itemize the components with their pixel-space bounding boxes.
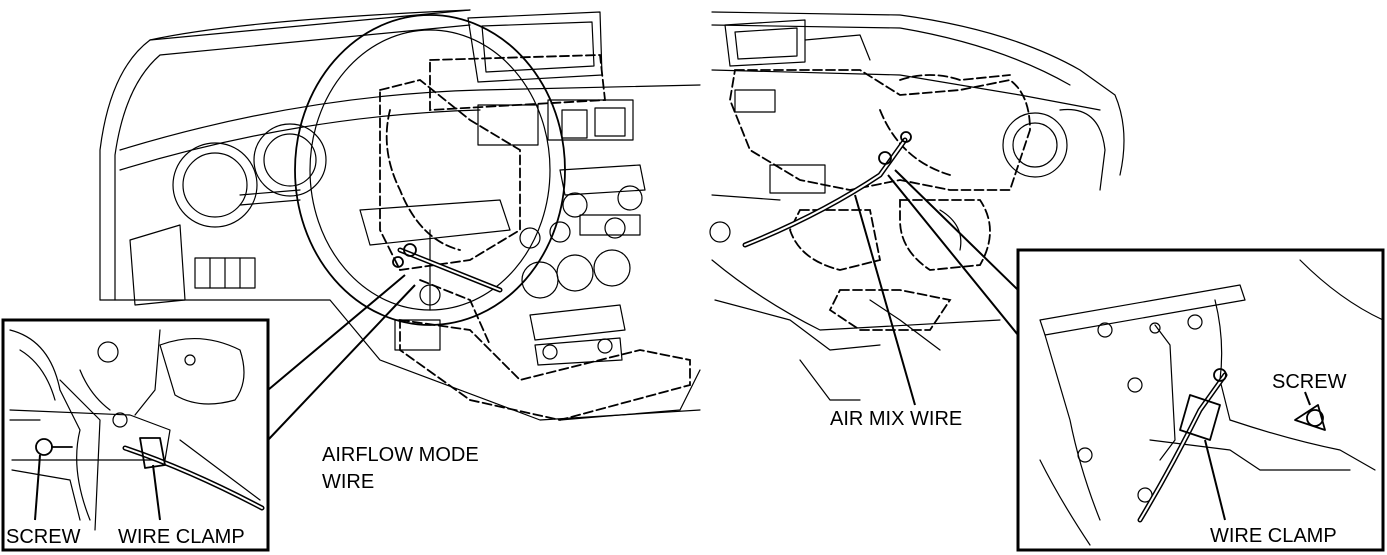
- air-mix-wire-leader: [854, 194, 916, 406]
- left-wire-clamp-label: WIRE CLAMP: [118, 526, 245, 548]
- air-mix-wire-label: AIR MIX WIRE: [830, 408, 962, 430]
- right-detail-callout: [1016, 248, 1385, 552]
- right-wire-clamp-label: WIRE CLAMP: [1210, 525, 1337, 547]
- left-detail-callout: [1, 318, 270, 552]
- left-screw-label: SCREW: [6, 526, 81, 548]
- airflow-mode-wire-label-line2: WIRE: [322, 471, 374, 493]
- callout-leader-right: [887, 169, 1019, 336]
- left-dashboard-view: [99, 9, 701, 421]
- right-screw-label: SCREW: [1272, 371, 1347, 393]
- callout-leader-left: [267, 274, 416, 441]
- right-dashboard-view: [709, 11, 1125, 401]
- airflow-mode-wire-label-line1: AIRFLOW MODE: [322, 444, 479, 466]
